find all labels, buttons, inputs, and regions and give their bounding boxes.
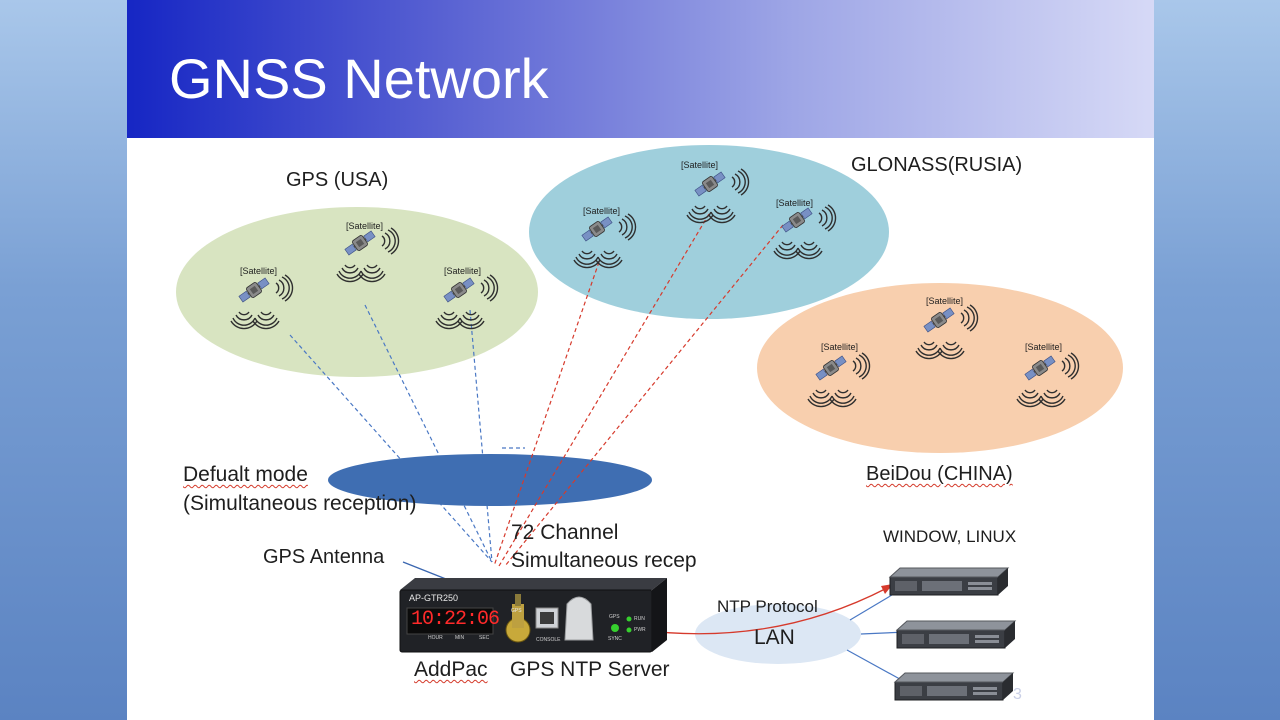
- gps-antenna-label: GPS Antenna: [263, 546, 385, 568]
- satellite-label: [Satellite]: [821, 342, 859, 352]
- satellite-label: [Satellite]: [926, 296, 964, 306]
- server-brand-text: AddPac: [414, 658, 488, 681]
- satellite-label: [Satellite]: [444, 266, 482, 276]
- gps-region-ellipse: [176, 207, 538, 377]
- beidou-region-label: BeiDou (CHINA): [866, 463, 1013, 486]
- beidou-region-ellipse: [757, 283, 1123, 453]
- time-unit-min: MIN: [455, 635, 465, 641]
- default-mode-ellipse: [328, 454, 652, 506]
- server-rack-icon: [889, 567, 1009, 596]
- glonass-region-label: GLONASS(RUSIA): [851, 154, 1023, 176]
- server-brand: AddPac: [414, 658, 488, 682]
- mode-line1: Defualt mode: [183, 463, 308, 486]
- ntp-protocol-label: NTP Protocol: [717, 597, 818, 616]
- satellite-label: [Satellite]: [681, 160, 719, 170]
- device-clock-display: 10:22:06: [411, 608, 500, 631]
- ntp-server-device: [399, 578, 667, 653]
- glonass-region-ellipse: [529, 145, 889, 319]
- gps-region-label: GPS (USA): [286, 169, 389, 191]
- satellite-label: [Satellite]: [583, 206, 621, 216]
- satellite-label: [Satellite]: [346, 221, 384, 231]
- device-gps-port-label: GPS: [511, 608, 522, 614]
- slide-title: GNSS Network: [169, 47, 549, 110]
- time-unit-hour: HOUR: [428, 635, 443, 641]
- gps-signal-lines: [289, 304, 525, 563]
- mode-label: Defualt mode: [183, 463, 308, 487]
- title-bar: GNSS Network: [127, 0, 1154, 138]
- channel-line2: Simultaneous recep: [511, 549, 697, 572]
- led-label-gps: GPS: [609, 614, 620, 620]
- server-rack-icon: [896, 620, 1016, 649]
- gnss-diagram: [176, 145, 1123, 701]
- slide: GNSS Network: [127, 0, 1154, 720]
- page-number: 3: [1013, 686, 1022, 703]
- mode-line2: (Simultaneous reception): [183, 492, 417, 515]
- led-label-run: RUN: [634, 616, 645, 622]
- lan-label: LAN: [754, 626, 795, 649]
- device-model: AP-GTR250: [409, 593, 459, 603]
- glonass-signal-lines: [493, 213, 784, 567]
- server-name: GPS NTP Server: [510, 658, 670, 681]
- satellite-label: [Satellite]: [1025, 342, 1063, 352]
- server-rack-icon: [894, 672, 1014, 701]
- left-background-panel: [0, 0, 127, 720]
- beidou-word: BeiDou (CHINA): [866, 463, 1013, 485]
- led-label-pwr: PWR: [634, 627, 646, 633]
- satellite-label: [Satellite]: [240, 266, 278, 276]
- os-label: WINDOW, LINUX: [883, 527, 1017, 546]
- satellite-label: [Satellite]: [776, 198, 814, 208]
- led-label-sync: SYNC: [608, 636, 622, 642]
- right-background-panel: [1154, 0, 1280, 720]
- channel-line1: 72 Channel: [511, 521, 619, 544]
- lan-ellipse: [695, 604, 861, 664]
- time-unit-sec: SEC: [479, 635, 490, 641]
- console-port-label: CONSOLE: [536, 637, 561, 643]
